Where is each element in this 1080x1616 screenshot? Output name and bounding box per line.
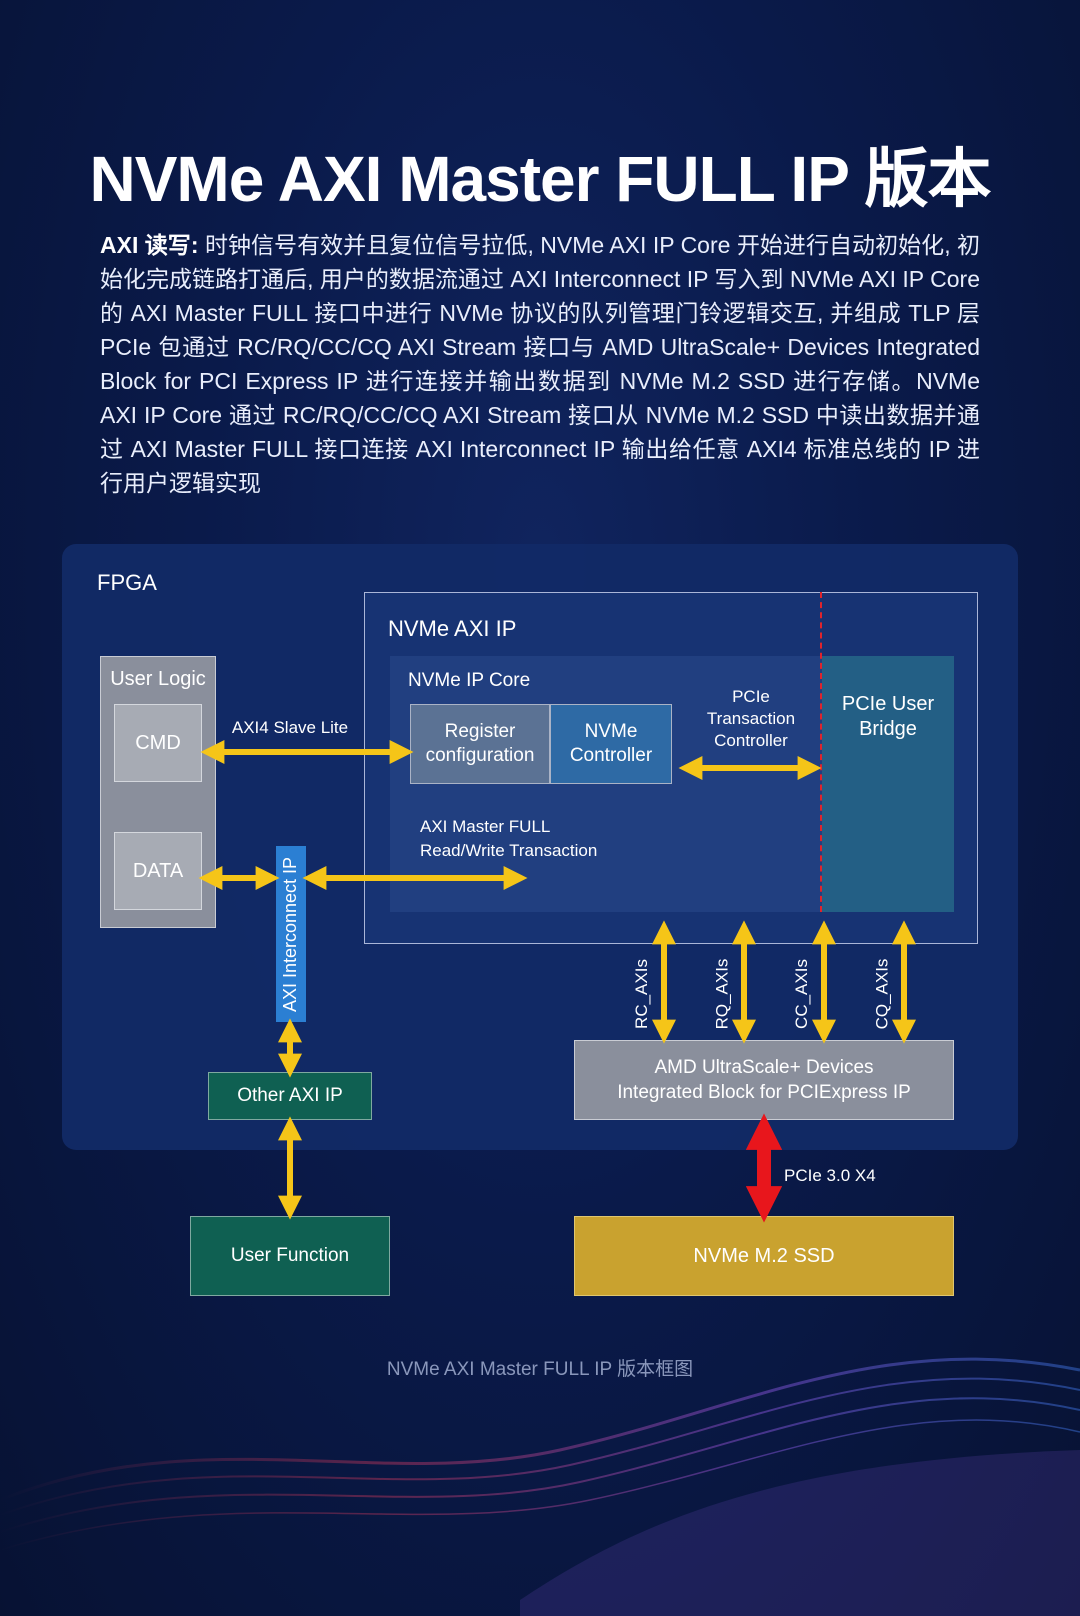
- pcie-link-label: PCIe 3.0 X4: [784, 1166, 876, 1185]
- decorative-wave: [0, 1357, 1080, 1616]
- axi-master-full-line1: AXI Master FULL: [420, 817, 551, 836]
- user-logic-label: User Logic: [110, 668, 206, 690]
- axi-interconnect-ip-box: AXI Interconnect IP: [276, 846, 306, 1022]
- amd-integrated-block-box: AMD UltraScale+ Devices Integrated Block…: [574, 1040, 954, 1120]
- figure-caption: NVMe AXI Master FULL IP 版本框图: [386, 1359, 694, 1380]
- register-configuration-box: Register configuration: [410, 704, 550, 784]
- axi-master-full-line2: Read/Write Transaction: [420, 841, 598, 860]
- divider-dashed-line: [820, 592, 822, 912]
- page-title: NVMe AXI Master FULL IP 版本: [89, 143, 992, 215]
- description-body: 时钟信号有效并且复位信号拉低, NVMe AXI IP Core 开始进行自动初…: [100, 232, 981, 496]
- amd-block-line2: Integrated Block for PCIExpress IP: [617, 1082, 911, 1103]
- description-lead: AXI 读写:: [100, 232, 199, 258]
- pcie-transaction-controller-label: PCIe Transaction Controller: [706, 687, 796, 750]
- user-function-box: User Function: [190, 1216, 390, 1296]
- axi4-slave-lite-label: AXI4 Slave Lite: [231, 718, 349, 737]
- nvme-controller-box: NVMe Controller: [550, 704, 672, 784]
- axi-master-full-label: AXI Master FULL Read/Write Transaction: [420, 815, 597, 863]
- nvme-ip-core-label: NVMe IP Core: [408, 670, 531, 691]
- cmd-box: CMD: [114, 704, 202, 782]
- pcie-user-bridge-box: [822, 656, 954, 912]
- data-box: DATA: [114, 832, 202, 910]
- pcie-user-bridge-label: PCIe User Bridge: [841, 693, 935, 740]
- fpga-label: FPGA: [97, 570, 157, 595]
- amd-block-line1: AMD UltraScale+ Devices: [654, 1057, 874, 1078]
- description-paragraph: AXI 读写: 时钟信号有效并且复位信号拉低, NVMe AXI IP Core…: [100, 228, 980, 500]
- nvme-axi-ip-label: NVMe AXI IP: [388, 616, 517, 641]
